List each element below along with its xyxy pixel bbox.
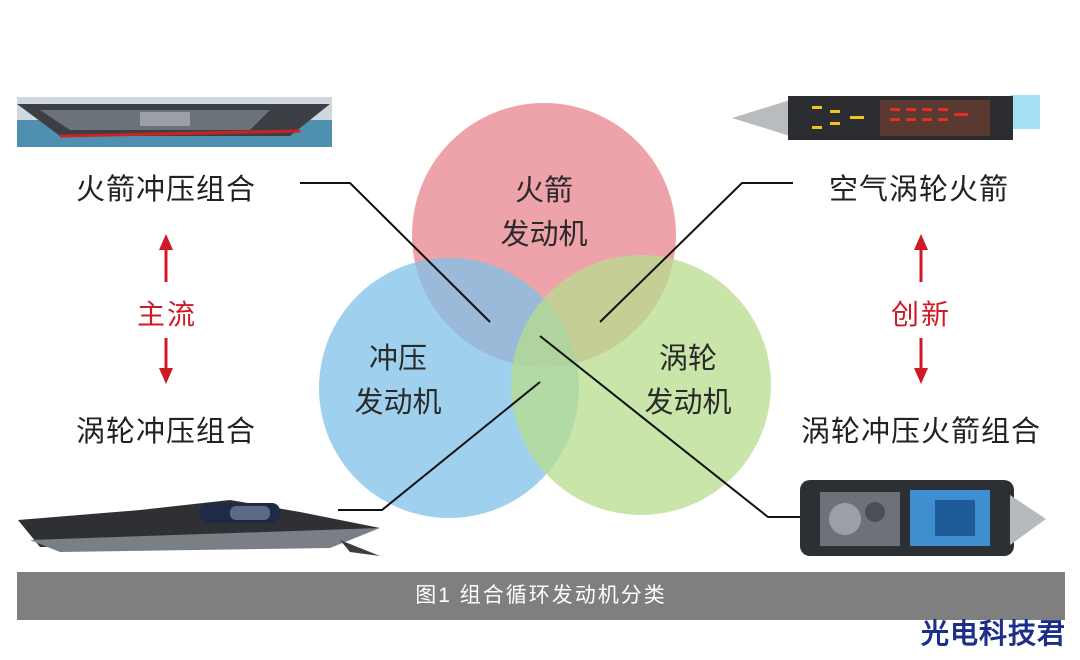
air-turbo-rocket-label: 空气涡轮火箭 [829, 172, 1010, 206]
air-turbo-rocket-image [732, 95, 1040, 140]
connector-line-rocket-ramjet [300, 182, 491, 323]
watermark: 光电科技君 [920, 617, 1066, 650]
turbine-ramjet-combination-label: 涡轮冲压组合 [76, 414, 257, 448]
rocket-engine-line2: 发动机 [500, 217, 588, 251]
innovation-label: 创新 [891, 298, 952, 331]
rocket-ramjet-vehicle-image [17, 97, 332, 147]
figure-caption-bar: 图1 组合循环发动机分类 [17, 572, 1065, 620]
mainstream-label: 主流 [137, 298, 198, 331]
left-up-arrow [159, 234, 173, 282]
ramjet-engine-label: 冲压 发动机 [328, 336, 468, 424]
figure-caption: 图1 组合循环发动机分类 [415, 584, 667, 607]
ramjet-engine-line2: 发动机 [354, 385, 442, 419]
turbine-engine-circle [511, 255, 771, 515]
turbine-ramjet-rocket-combination-label: 涡轮冲压火箭组合 [801, 414, 1042, 448]
right-down-arrow [914, 338, 928, 384]
left-down-arrow [159, 338, 173, 384]
rocket-engine-line1: 火箭 [514, 173, 573, 207]
right-up-arrow [914, 234, 928, 282]
turbine-engine-label: 涡轮 发动机 [618, 336, 758, 424]
ramjet-engine-line1: 冲压 [368, 341, 427, 375]
turbine-ramjet-vehicle-image [18, 500, 380, 556]
ramjet-engine-circle [319, 258, 579, 518]
turbine-engine-line2: 发动机 [644, 385, 732, 419]
turbo-ramjet-rocket-engine-image [800, 480, 1046, 556]
connector-line-turbo-ramjet-rocket [539, 335, 808, 518]
connector-line-turbo-ramjet [338, 381, 541, 511]
connector-line-air-turbo-rocket [599, 182, 793, 323]
turbine-engine-line1: 涡轮 [658, 341, 717, 375]
rocket-ramjet-combination-label: 火箭冲压组合 [76, 172, 257, 206]
rocket-engine-label: 火箭 发动机 [474, 168, 614, 256]
